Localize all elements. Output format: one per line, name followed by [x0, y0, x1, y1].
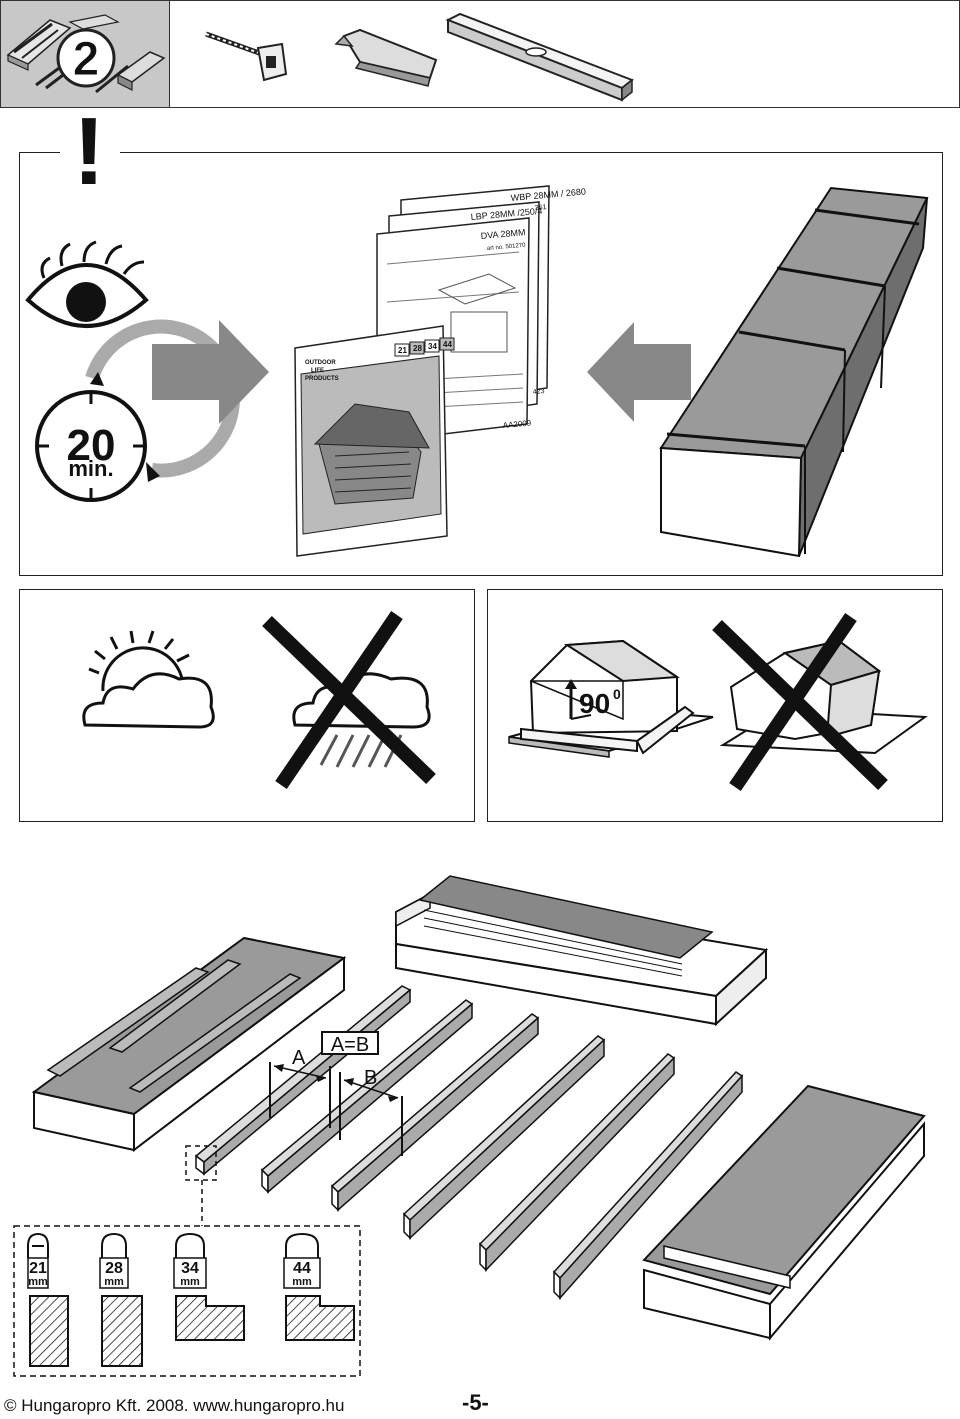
profile-21-value: 21 — [29, 1260, 47, 1277]
time-value: 20 — [67, 421, 116, 470]
angle-unit: 0 — [613, 686, 621, 702]
materials-pile-icon — [6, 14, 166, 94]
documents-graphics: 20 min. WBP 28MM / 2680 361 LBP 28MM /25… — [25, 185, 929, 558]
angle-value: 90 — [579, 688, 610, 719]
documents-panel — [19, 152, 943, 576]
profile-28-unit: mm — [104, 1276, 124, 1288]
weather-panel — [19, 589, 475, 822]
level-graphics: 90 0 — [508, 613, 928, 791]
level-foundation-icon — [508, 639, 714, 758]
arrow-right-icon — [152, 320, 269, 424]
beam-4 — [402, 1035, 606, 1240]
profile-44mm — [283, 1232, 355, 1341]
detail-callout-source — [185, 1145, 217, 1181]
profile-34-unit: mm — [180, 1276, 200, 1288]
step-number-badge: 2 — [56, 28, 116, 88]
beam-5 — [478, 1053, 676, 1272]
brochure-badge-28: 28 — [413, 344, 422, 353]
brochure — [294, 325, 455, 557]
profile-34mm — [173, 1232, 245, 1341]
sheet-3-code: art no. 501270 — [487, 243, 527, 252]
beams-graphics: A=B A B 21 mm 28 mm 34 mm 44 mm — [13, 875, 926, 1377]
warning-gap — [60, 145, 120, 159]
brochure-brand-line-1: OUTDOOR — [305, 360, 336, 366]
profile-44-value: 44 — [293, 1260, 311, 1277]
sheet-1-code: 361 — [535, 204, 547, 212]
beam-3 — [330, 1013, 540, 1212]
sheet-3-title: DVA 28MM — [480, 227, 526, 241]
utility-knife-icon — [334, 28, 438, 87]
board-stack-left — [31, 936, 347, 1153]
time-unit: min. — [68, 456, 113, 481]
profile-28-value: 28 — [105, 1260, 123, 1277]
profile-21-unit: mm — [28, 1276, 48, 1288]
spacing-dimension — [269, 1031, 403, 1156]
sheet-footer-code-1: 423 — [533, 388, 545, 396]
label-a: A — [292, 1047, 306, 1069]
step-number: 2 — [73, 33, 100, 86]
equation-label: A=B — [331, 1034, 369, 1056]
arrow-left-icon — [587, 322, 691, 422]
level-panel — [487, 589, 943, 822]
header-graphics: 2 — [6, 12, 634, 102]
rain-cloud-crossed-icon — [262, 611, 436, 789]
sun-cloud-icon — [82, 630, 215, 729]
eye-icon — [25, 240, 149, 328]
brochure-badge-21: 21 — [398, 346, 407, 355]
sheet-footer-code-2: AA2009 — [502, 418, 532, 429]
page-number: -5- — [462, 1390, 489, 1415]
footer-copyright: © Hungaropro Kft. 2008. www.hungaropro.h… — [4, 1396, 345, 1415]
brochure-brand-line-2: LIFE — [311, 368, 324, 374]
profile-44-unit: mm — [292, 1276, 312, 1288]
profile-28mm — [99, 1232, 143, 1367]
brochure-badge-34: 34 — [428, 342, 437, 351]
beam-6 — [552, 1071, 744, 1300]
brochure-badge-44: 44 — [443, 340, 452, 349]
packaged-kit — [659, 186, 929, 558]
profile-21mm — [27, 1232, 69, 1367]
weather-graphics — [82, 611, 436, 789]
label-b: B — [364, 1067, 377, 1089]
tape-measure-icon — [205, 31, 288, 82]
brochure-brand-line-3: PRODUCTS — [305, 376, 339, 382]
board-stack-top — [395, 875, 769, 1027]
warning-mark: ! — [73, 98, 105, 205]
board-stack-right — [642, 1084, 926, 1341]
profile-34-value: 34 — [181, 1260, 199, 1277]
tilted-foundation-crossed-icon — [712, 613, 928, 791]
spirit-level-icon — [445, 12, 634, 102]
